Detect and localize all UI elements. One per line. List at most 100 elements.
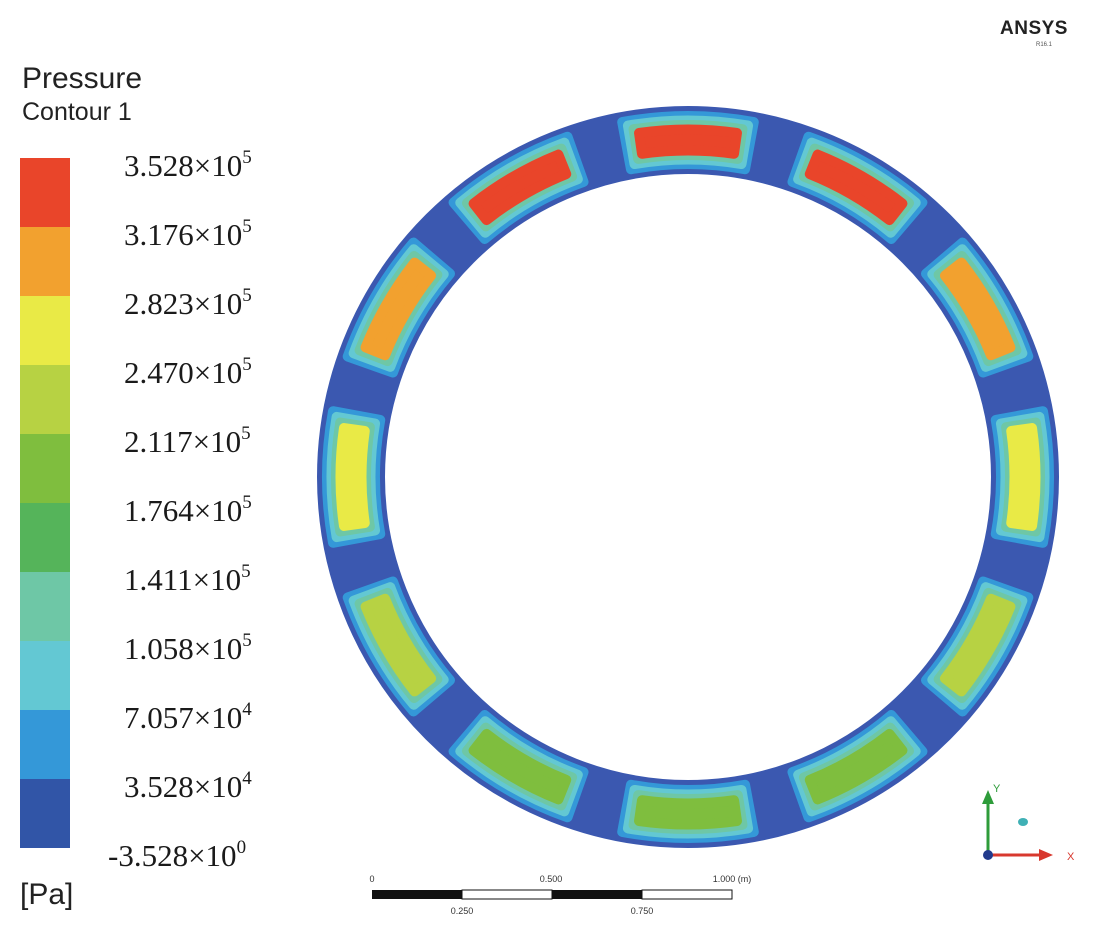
y-axis-label: Y [993, 783, 1001, 795]
pressure-pad-0 [990, 406, 1054, 548]
pressure-pad-4 [448, 131, 589, 244]
legend-level-mantissa: 3.528 [124, 769, 194, 804]
scale-tick-label-1: 0.500 [540, 874, 563, 884]
legend-level-base: ×10 [188, 838, 237, 873]
scale-bar: 0 0.500 1.000 (m) 0.250 0.750 [369, 874, 751, 916]
x-axis-label: X [1067, 851, 1075, 863]
colorbar-band-5 [20, 503, 70, 572]
colorbar-band-7 [20, 641, 70, 710]
pressure-pad-10 [787, 710, 928, 823]
legend-level-exponent: 5 [242, 492, 252, 513]
legend-level-label: 1.411×105 [124, 554, 251, 598]
legend-level-mantissa: 1.411 [124, 562, 193, 597]
contour-layer [1006, 423, 1041, 531]
contour-layer [634, 795, 742, 830]
scale-segment-3 [552, 890, 642, 899]
legend-level-mantissa: 7.057 [124, 700, 194, 735]
version-label: R16.1 [1036, 42, 1053, 48]
legend-level-base: ×10 [193, 217, 243, 252]
legend-level-base: ×10 [192, 424, 242, 459]
legend-level-label: 1.764×105 [124, 485, 252, 529]
contour-layer [939, 257, 1016, 361]
colorbar-band-0 [20, 158, 70, 227]
legend-level-base: ×10 [193, 355, 243, 390]
legend-level-exponent: 4 [242, 768, 252, 789]
contour-layer [335, 423, 370, 531]
scale-segment-2 [461, 889, 553, 900]
legend-level-mantissa: 1.058 [124, 631, 194, 666]
legend-level-exponent: 4 [242, 699, 252, 720]
bearing-ring [317, 106, 1059, 848]
scale-tick-label-0: 0 [369, 874, 374, 884]
contour-layer [360, 257, 437, 361]
ansys-logo: ANSYS [1000, 18, 1068, 39]
contour-layer [360, 593, 437, 697]
legend-level-label: 3.528×105 [124, 140, 252, 184]
y-axis-arrowhead [982, 790, 994, 804]
legend-level-exponent: 5 [242, 285, 252, 306]
origin-dot [983, 850, 993, 860]
x-axis-arrowhead [1039, 849, 1053, 861]
legend-colorbar [20, 158, 70, 848]
pressure-pad-6 [322, 406, 386, 548]
legend-level-mantissa: -3.528 [108, 838, 189, 873]
legend-level-mantissa: 2.470 [124, 355, 194, 390]
legend-level-exponent: 0 [236, 837, 247, 858]
legend-level-label: 2.823×105 [124, 278, 252, 322]
legend-level-base: ×10 [193, 769, 243, 804]
contour-layer [468, 728, 572, 805]
legend-level-mantissa: 1.764 [124, 493, 194, 528]
legend-level-label: 3.528×104 [124, 761, 252, 805]
legend-level-mantissa: 2.117 [124, 424, 193, 459]
colorbar-band-9 [20, 779, 70, 848]
pressure-pad-11 [921, 576, 1034, 717]
contour-layer [804, 149, 908, 226]
legend-units: [Pa] [20, 878, 74, 911]
pressure-pad-3 [617, 111, 759, 175]
legend-level-label: 7.057×104 [124, 692, 252, 736]
pressure-pad-1 [921, 237, 1034, 378]
legend-level-label: 3.176×105 [124, 209, 252, 253]
legend-title: Pressure [22, 62, 143, 95]
legend-subtitle: Contour 1 [22, 98, 132, 126]
colorbar-band-6 [20, 572, 70, 641]
legend-level-label: -3.528×100 [108, 830, 246, 874]
colorbar-band-4 [20, 434, 70, 503]
pressure-pad-2 [787, 131, 928, 244]
scale-tick-label-3: 0.250 [451, 906, 474, 916]
legend-level-base: ×10 [192, 562, 242, 597]
pressure-pad-8 [448, 710, 589, 823]
z-axis-icon [1018, 818, 1028, 826]
contour-layer [804, 728, 908, 805]
legend-level-base: ×10 [193, 148, 243, 183]
legend-level-exponent: 5 [241, 561, 251, 582]
scale-segment-4 [641, 889, 733, 900]
legend-level-mantissa: 3.528 [124, 148, 194, 183]
pressure-pad-7 [342, 576, 455, 717]
contour-layer [468, 149, 572, 226]
legend-level-label: 2.470×105 [124, 347, 252, 391]
pressure-pad-9 [617, 779, 759, 843]
scale-segment-1 [372, 890, 462, 899]
legend-level-label: 2.117×105 [124, 416, 251, 460]
pressure-pad-5 [342, 237, 455, 378]
legend-level-label: 1.058×105 [124, 623, 252, 667]
legend-level-exponent: 5 [242, 630, 252, 651]
legend-level-mantissa: 3.176 [124, 217, 194, 252]
legend-level-base: ×10 [193, 493, 243, 528]
colorbar-band-8 [20, 710, 70, 779]
scale-tick-label-4: 0.750 [631, 906, 654, 916]
contour-layer [634, 124, 742, 159]
colorbar-band-3 [20, 365, 70, 434]
colorbar-band-1 [20, 227, 70, 296]
legend-level-exponent: 5 [242, 354, 252, 375]
colorbar-band-2 [20, 296, 70, 365]
axis-triad: Y X [982, 783, 1075, 863]
legend-level-mantissa: 2.823 [124, 286, 194, 321]
legend-level-base: ×10 [193, 700, 243, 735]
legend-level-exponent: 5 [242, 216, 252, 237]
legend-level-exponent: 5 [241, 423, 251, 444]
legend-level-base: ×10 [193, 631, 243, 666]
contour-layer [939, 593, 1016, 697]
